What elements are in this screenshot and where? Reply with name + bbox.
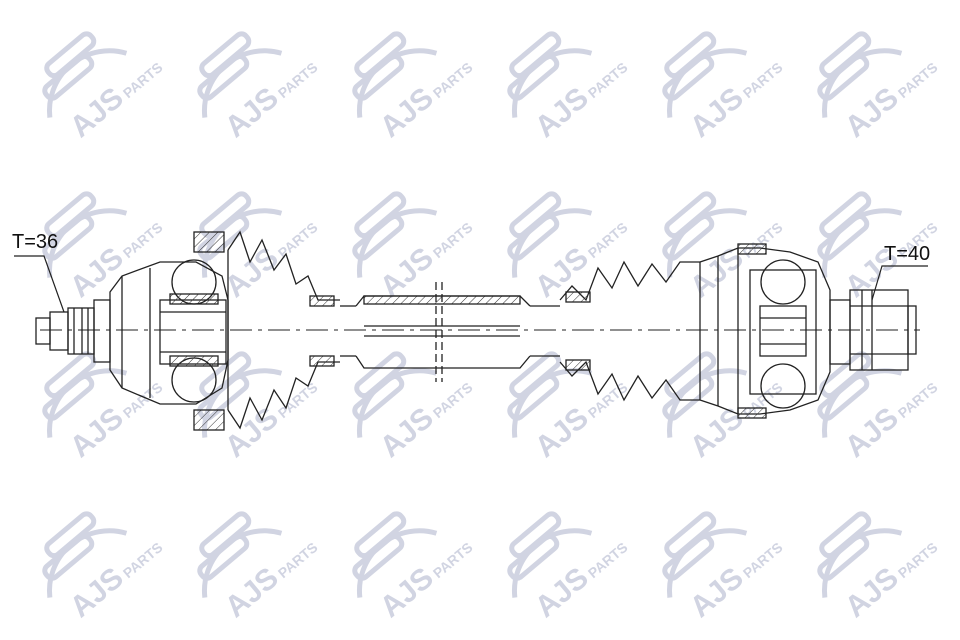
watermark-brand-text: AJS: [684, 561, 750, 624]
watermark-brand-text: AJS: [839, 401, 905, 464]
watermark-suffix-text: PARTS: [895, 59, 941, 101]
watermark-brand-text: AJS: [64, 81, 130, 144]
left-spline-stub: [35, 299, 111, 363]
watermark-brand-text: AJS: [219, 241, 285, 304]
watermark-suffix-text: PARTS: [740, 59, 786, 101]
watermark-suffix-text: PARTS: [120, 539, 166, 581]
watermark-brand-text: AJS: [374, 241, 440, 304]
watermark-brand-text: AJS: [374, 81, 440, 144]
watermark-suffix-text: PARTS: [430, 59, 476, 101]
watermark-brand-text: AJS: [374, 401, 440, 464]
right-boot: [559, 260, 701, 402]
watermark-brand-text: AJS: [529, 401, 595, 464]
intermediate-shaft: [340, 282, 560, 382]
watermark-suffix-text: PARTS: [430, 219, 476, 261]
right-teeth-leader: [871, 265, 928, 301]
left-teeth-label: T=36: [12, 231, 58, 253]
watermark-suffix-text: PARTS: [275, 379, 321, 421]
right-spline-stub: [829, 289, 917, 371]
watermark-brand-text: AJS: [529, 81, 595, 144]
drive-shaft: [35, 230, 920, 431]
watermark-suffix-text: PARTS: [585, 59, 631, 101]
watermark-suffix-text: PARTS: [275, 59, 321, 101]
watermark-suffix-text: PARTS: [120, 379, 166, 421]
watermark-brand-text: AJS: [839, 561, 905, 624]
right-cv-joint: [699, 243, 831, 419]
watermark-brand-text: AJS: [64, 401, 130, 464]
watermark-brand-text: AJS: [684, 81, 750, 144]
watermark-suffix-text: PARTS: [120, 59, 166, 101]
left-boot: [227, 230, 340, 430]
watermark-brand-text: AJS: [529, 561, 595, 624]
watermark-suffix-text: PARTS: [585, 219, 631, 261]
watermark-brand-text: AJS: [64, 561, 130, 624]
watermark-suffix-text: PARTS: [740, 539, 786, 581]
watermark-brand-text: AJS: [374, 561, 440, 624]
watermark-suffix-text: PARTS: [275, 539, 321, 581]
label-leaders: [14, 255, 928, 313]
watermark-suffix-text: PARTS: [275, 219, 321, 261]
right-teeth-label: T=40: [884, 243, 930, 265]
watermark-suffix-text: PARTS: [740, 219, 786, 261]
left-teeth-leader: [14, 255, 65, 313]
watermark-suffix-text: PARTS: [895, 379, 941, 421]
watermark-brand-text: AJS: [839, 81, 905, 144]
watermark-suffix-text: PARTS: [430, 379, 476, 421]
watermark-brand-text: AJS: [219, 561, 285, 624]
watermark-suffix-text: PARTS: [430, 539, 476, 581]
watermark-suffix-text: PARTS: [895, 539, 941, 581]
watermark-suffix-text: PARTS: [585, 539, 631, 581]
watermark-brand-text: AJS: [64, 241, 130, 304]
watermark-brand-text: AJS: [219, 81, 285, 144]
watermark-suffix-text: PARTS: [120, 219, 166, 261]
